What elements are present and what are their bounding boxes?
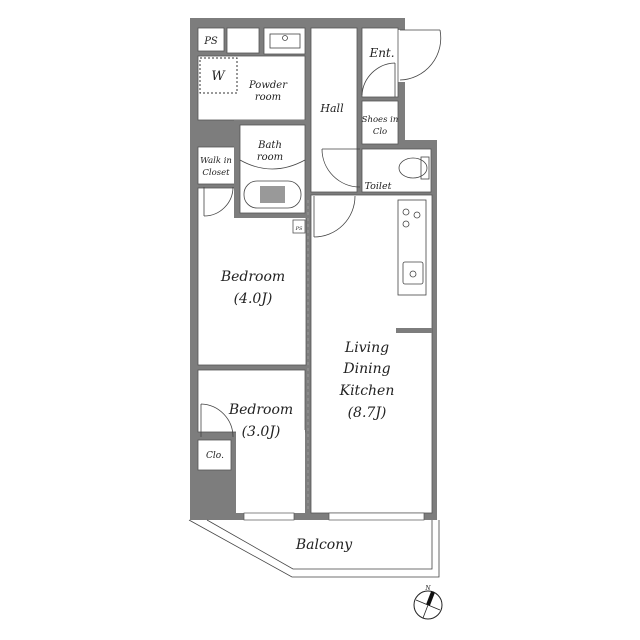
shoes-label: Clo <box>373 127 387 137</box>
entrance-opening <box>398 30 406 82</box>
faucet-icon <box>282 35 288 41</box>
powder-room <box>197 55 306 121</box>
toilet-bowl-icon <box>398 157 428 179</box>
ps-label: PS <box>203 36 218 47</box>
ldk-label: Dining <box>342 361 390 377</box>
window-bedroom <box>243 512 295 521</box>
powder-label: room <box>255 92 281 103</box>
window-ldk <box>328 512 425 521</box>
bath-door <box>239 159 306 170</box>
walkin-label: Closet <box>202 168 230 178</box>
hall <box>310 27 358 193</box>
ldk-label: Kitchen <box>339 383 395 399</box>
washer-label: W <box>211 69 226 84</box>
bath-label: room <box>257 152 283 163</box>
bedroom-2-label: Bedroom <box>228 402 293 418</box>
ps-top <box>197 27 225 52</box>
entrance-label: Ent. <box>368 46 394 60</box>
powder-label: Powder <box>248 80 288 91</box>
balcony-label: Balcony <box>295 537 353 553</box>
balcony-outer <box>188 519 440 578</box>
bedroom-1-label: Bedroom <box>220 269 285 285</box>
bath-label: Bath <box>257 140 282 151</box>
partition-wall <box>396 328 432 333</box>
closet-door <box>200 403 234 438</box>
stove-icon <box>402 208 410 216</box>
washbasin-fixture <box>269 33 301 49</box>
kitchen-counter <box>397 199 427 296</box>
ldk-size: (8.7J) <box>348 405 387 421</box>
north-label: N <box>424 585 431 592</box>
bathtub-inner <box>260 186 285 203</box>
drain-icon <box>409 270 417 278</box>
walkin-door <box>203 186 234 217</box>
sink-icon <box>402 261 424 285</box>
ldk-door <box>313 195 356 238</box>
shoes-closet <box>361 100 399 145</box>
toilet <box>361 148 432 193</box>
north-arrow-icon <box>413 590 443 620</box>
bathtub-icon <box>243 180 302 209</box>
closet-label: Clo. <box>206 451 224 461</box>
walkin-label: Walk in <box>200 156 232 166</box>
entrance-door <box>399 29 442 81</box>
bedroom-2 <box>197 369 306 433</box>
ldk-label: Living <box>344 340 389 356</box>
bedroom-2-lower <box>236 430 305 513</box>
bedroom-2-size: (3.0J) <box>242 424 281 440</box>
toilet-door <box>321 148 361 188</box>
shoes-label: Shoes in <box>362 115 399 125</box>
ps-small <box>292 219 306 234</box>
closet <box>197 439 232 471</box>
entrance <box>361 27 399 98</box>
washbasin <box>263 27 306 55</box>
ldk <box>310 194 433 514</box>
toilet-tank-icon <box>420 156 430 180</box>
stove-icon <box>413 211 421 219</box>
bedroom-1-size: (4.0J) <box>234 291 273 307</box>
walkin-closet <box>197 146 236 185</box>
entrance-inner-door <box>361 62 396 97</box>
hall-label: Hall <box>319 102 344 115</box>
storage-top <box>226 27 260 54</box>
stove-icon <box>402 220 410 228</box>
ps-small-label: PS <box>295 226 303 232</box>
toilet-label: Toilet <box>365 181 392 192</box>
balcony-inner <box>206 519 433 570</box>
